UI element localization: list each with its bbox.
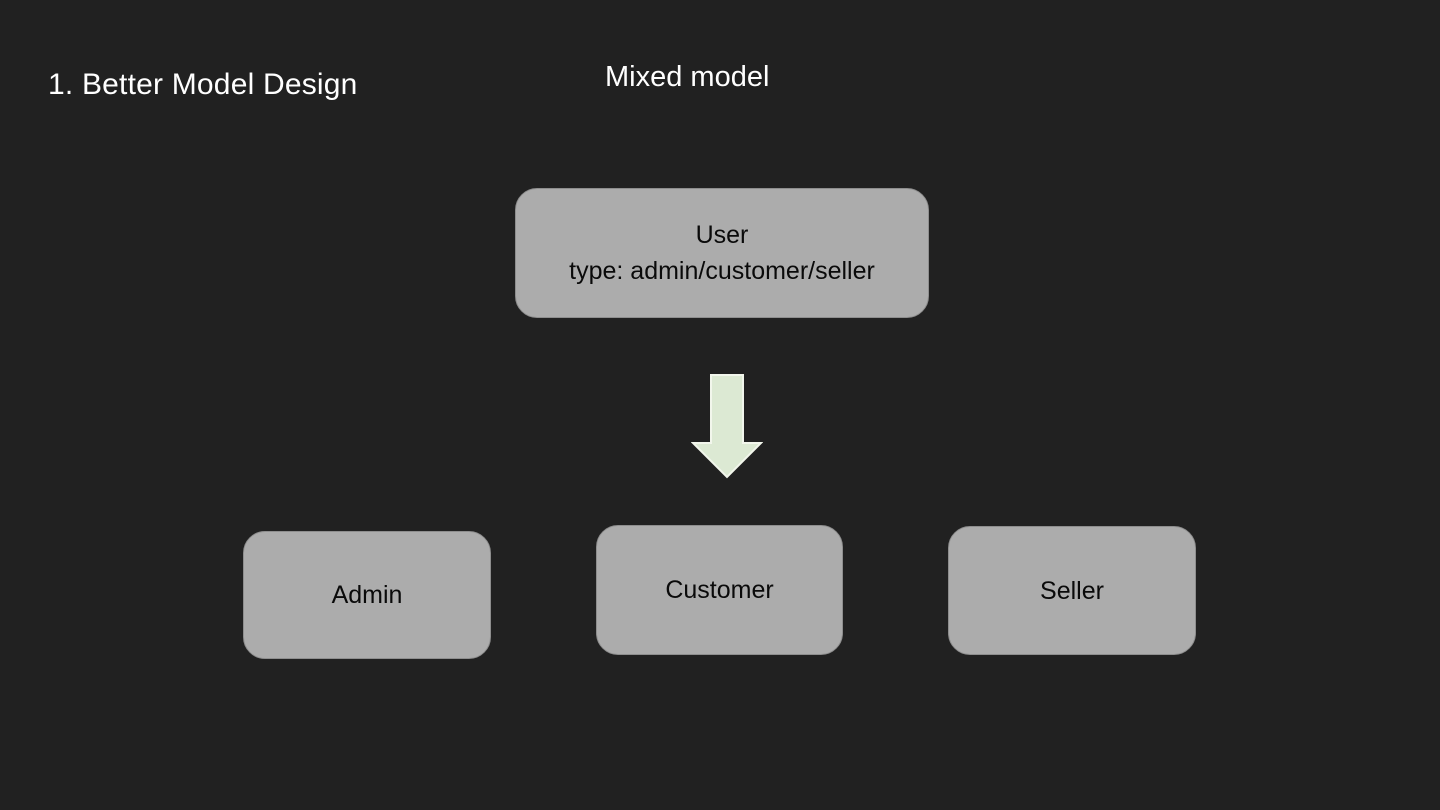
admin-box: Admin — [243, 531, 491, 659]
seller-box: Seller — [948, 526, 1196, 655]
diagram-heading: Mixed model — [605, 61, 770, 93]
seller-box-label: Seller — [1040, 576, 1104, 605]
customer-box-label: Customer — [665, 576, 774, 604]
customer-box: Customer — [596, 525, 843, 655]
user-box-line2: type: admin/customer/seller — [569, 257, 875, 285]
down-arrow-icon — [691, 374, 763, 479]
user-root-box: User type: admin/customer/seller — [515, 188, 929, 318]
user-box-line1: User — [695, 221, 749, 249]
slide-title: 1. Better Model Design — [48, 68, 358, 101]
admin-box-label: Admin — [331, 581, 403, 609]
